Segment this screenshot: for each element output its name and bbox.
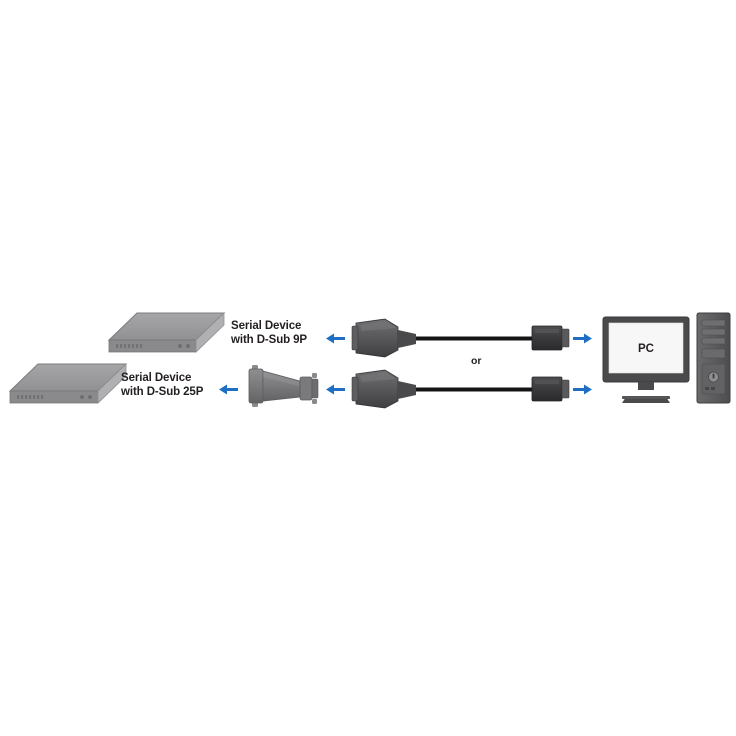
- arrow-to-pc-bottom: [573, 384, 592, 395]
- serial-device-25p: [8, 363, 128, 404]
- pc-tower: [696, 312, 731, 404]
- cable-bottom: [351, 369, 570, 409]
- device-vents-25p: [17, 395, 44, 399]
- label-serial-9p-line2: with D-Sub 9P: [231, 333, 308, 346]
- label-serial-device-9p: Serial Device with D-Sub 9P: [231, 320, 307, 347]
- arrow-to-pc-top: [573, 333, 592, 344]
- label-serial-25p-line2: with D-Sub 25P: [121, 385, 204, 398]
- arrow-to-adapter: [326, 384, 345, 395]
- dsub-25p-to-9p-adapter: [248, 365, 319, 407]
- device-vents-9p: [116, 344, 143, 348]
- cable-top: [351, 318, 570, 358]
- serial-device-9p: [107, 312, 226, 353]
- arrow-to-device-25p: [219, 384, 238, 395]
- device-led-25p: [80, 395, 84, 399]
- label-serial-25p-line1: Serial Device: [121, 372, 192, 384]
- pc-monitor: PC: [602, 316, 690, 403]
- arrow-to-device-9p: [326, 333, 345, 344]
- device-led-9p: [178, 344, 182, 348]
- label-or: or: [471, 355, 482, 367]
- label-serial-device-25p: Serial Device with D-Sub 25P: [121, 372, 203, 399]
- label-serial-9p-line1: Serial Device: [231, 320, 302, 332]
- monitor-screen-label: PC: [638, 343, 654, 355]
